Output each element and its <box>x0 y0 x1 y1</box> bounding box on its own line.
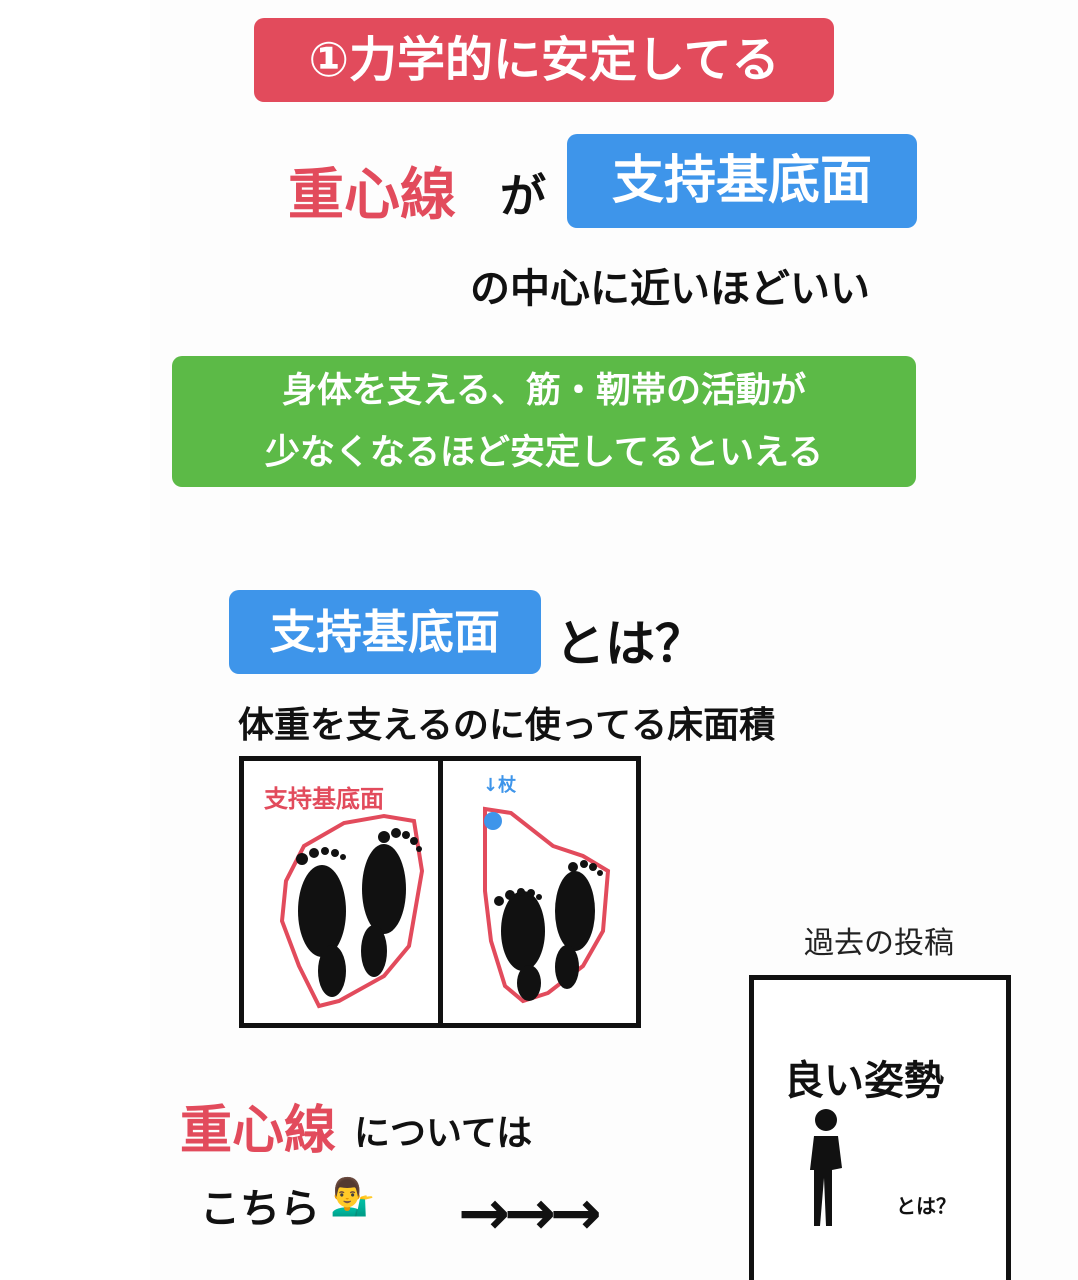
explanation-box: 身体を支える、筋・靭帯の活動が 少なくなるほど安定してるといえる <box>172 356 916 487</box>
title-badge: ①力学的に安定してる <box>254 18 834 102</box>
footprint-diagram-left: 支持基底面 <box>239 756 444 1028</box>
person-tipping-hand-icon: 💁‍♂️ <box>330 1177 375 1218</box>
past-post-title: 良い姿勢 <box>784 1058 944 1104</box>
footprint-diagram-right: ↓杖 <box>438 756 641 1028</box>
footprints-icon <box>279 813 425 1009</box>
section-badge: 支持基底面 <box>229 590 541 674</box>
bottom-suffix: については <box>354 1113 533 1154</box>
past-posts-label: 過去の投稿 <box>804 926 954 961</box>
subtitle-text: の中心に近いほどいい <box>470 266 870 312</box>
kochira-text: こちら <box>200 1186 320 1232</box>
section-suffix: とは？ <box>555 615 705 673</box>
bottom-center-of-gravity-label: 重心線 <box>180 1101 337 1161</box>
arrows-icon: →→→ <box>458 1176 602 1249</box>
footprints-with-cane-icon <box>483 806 611 1004</box>
explanation-line-1: 身体を支える、筋・靭帯の活動が <box>282 371 806 411</box>
cane-point-icon <box>484 812 502 830</box>
diagram-right-label: ↓杖 <box>483 775 517 796</box>
base-of-support-badge: 支持基底面 <box>567 134 917 228</box>
connector-text: が <box>500 169 546 223</box>
past-post-subtitle: とは？ <box>896 1194 956 1218</box>
standing-person-icon <box>810 1109 842 1226</box>
past-post-card[interactable]: 良い姿勢 とは？ <box>749 975 1011 1280</box>
center-of-gravity-line-label: 重心線 <box>288 163 456 228</box>
diagram-left-label: 支持基底面 <box>264 785 384 813</box>
explanation-line-2: 少なくなるほど安定してるといえる <box>265 433 823 473</box>
definition-text: 体重を支えるのに使ってる床面積 <box>238 705 776 746</box>
